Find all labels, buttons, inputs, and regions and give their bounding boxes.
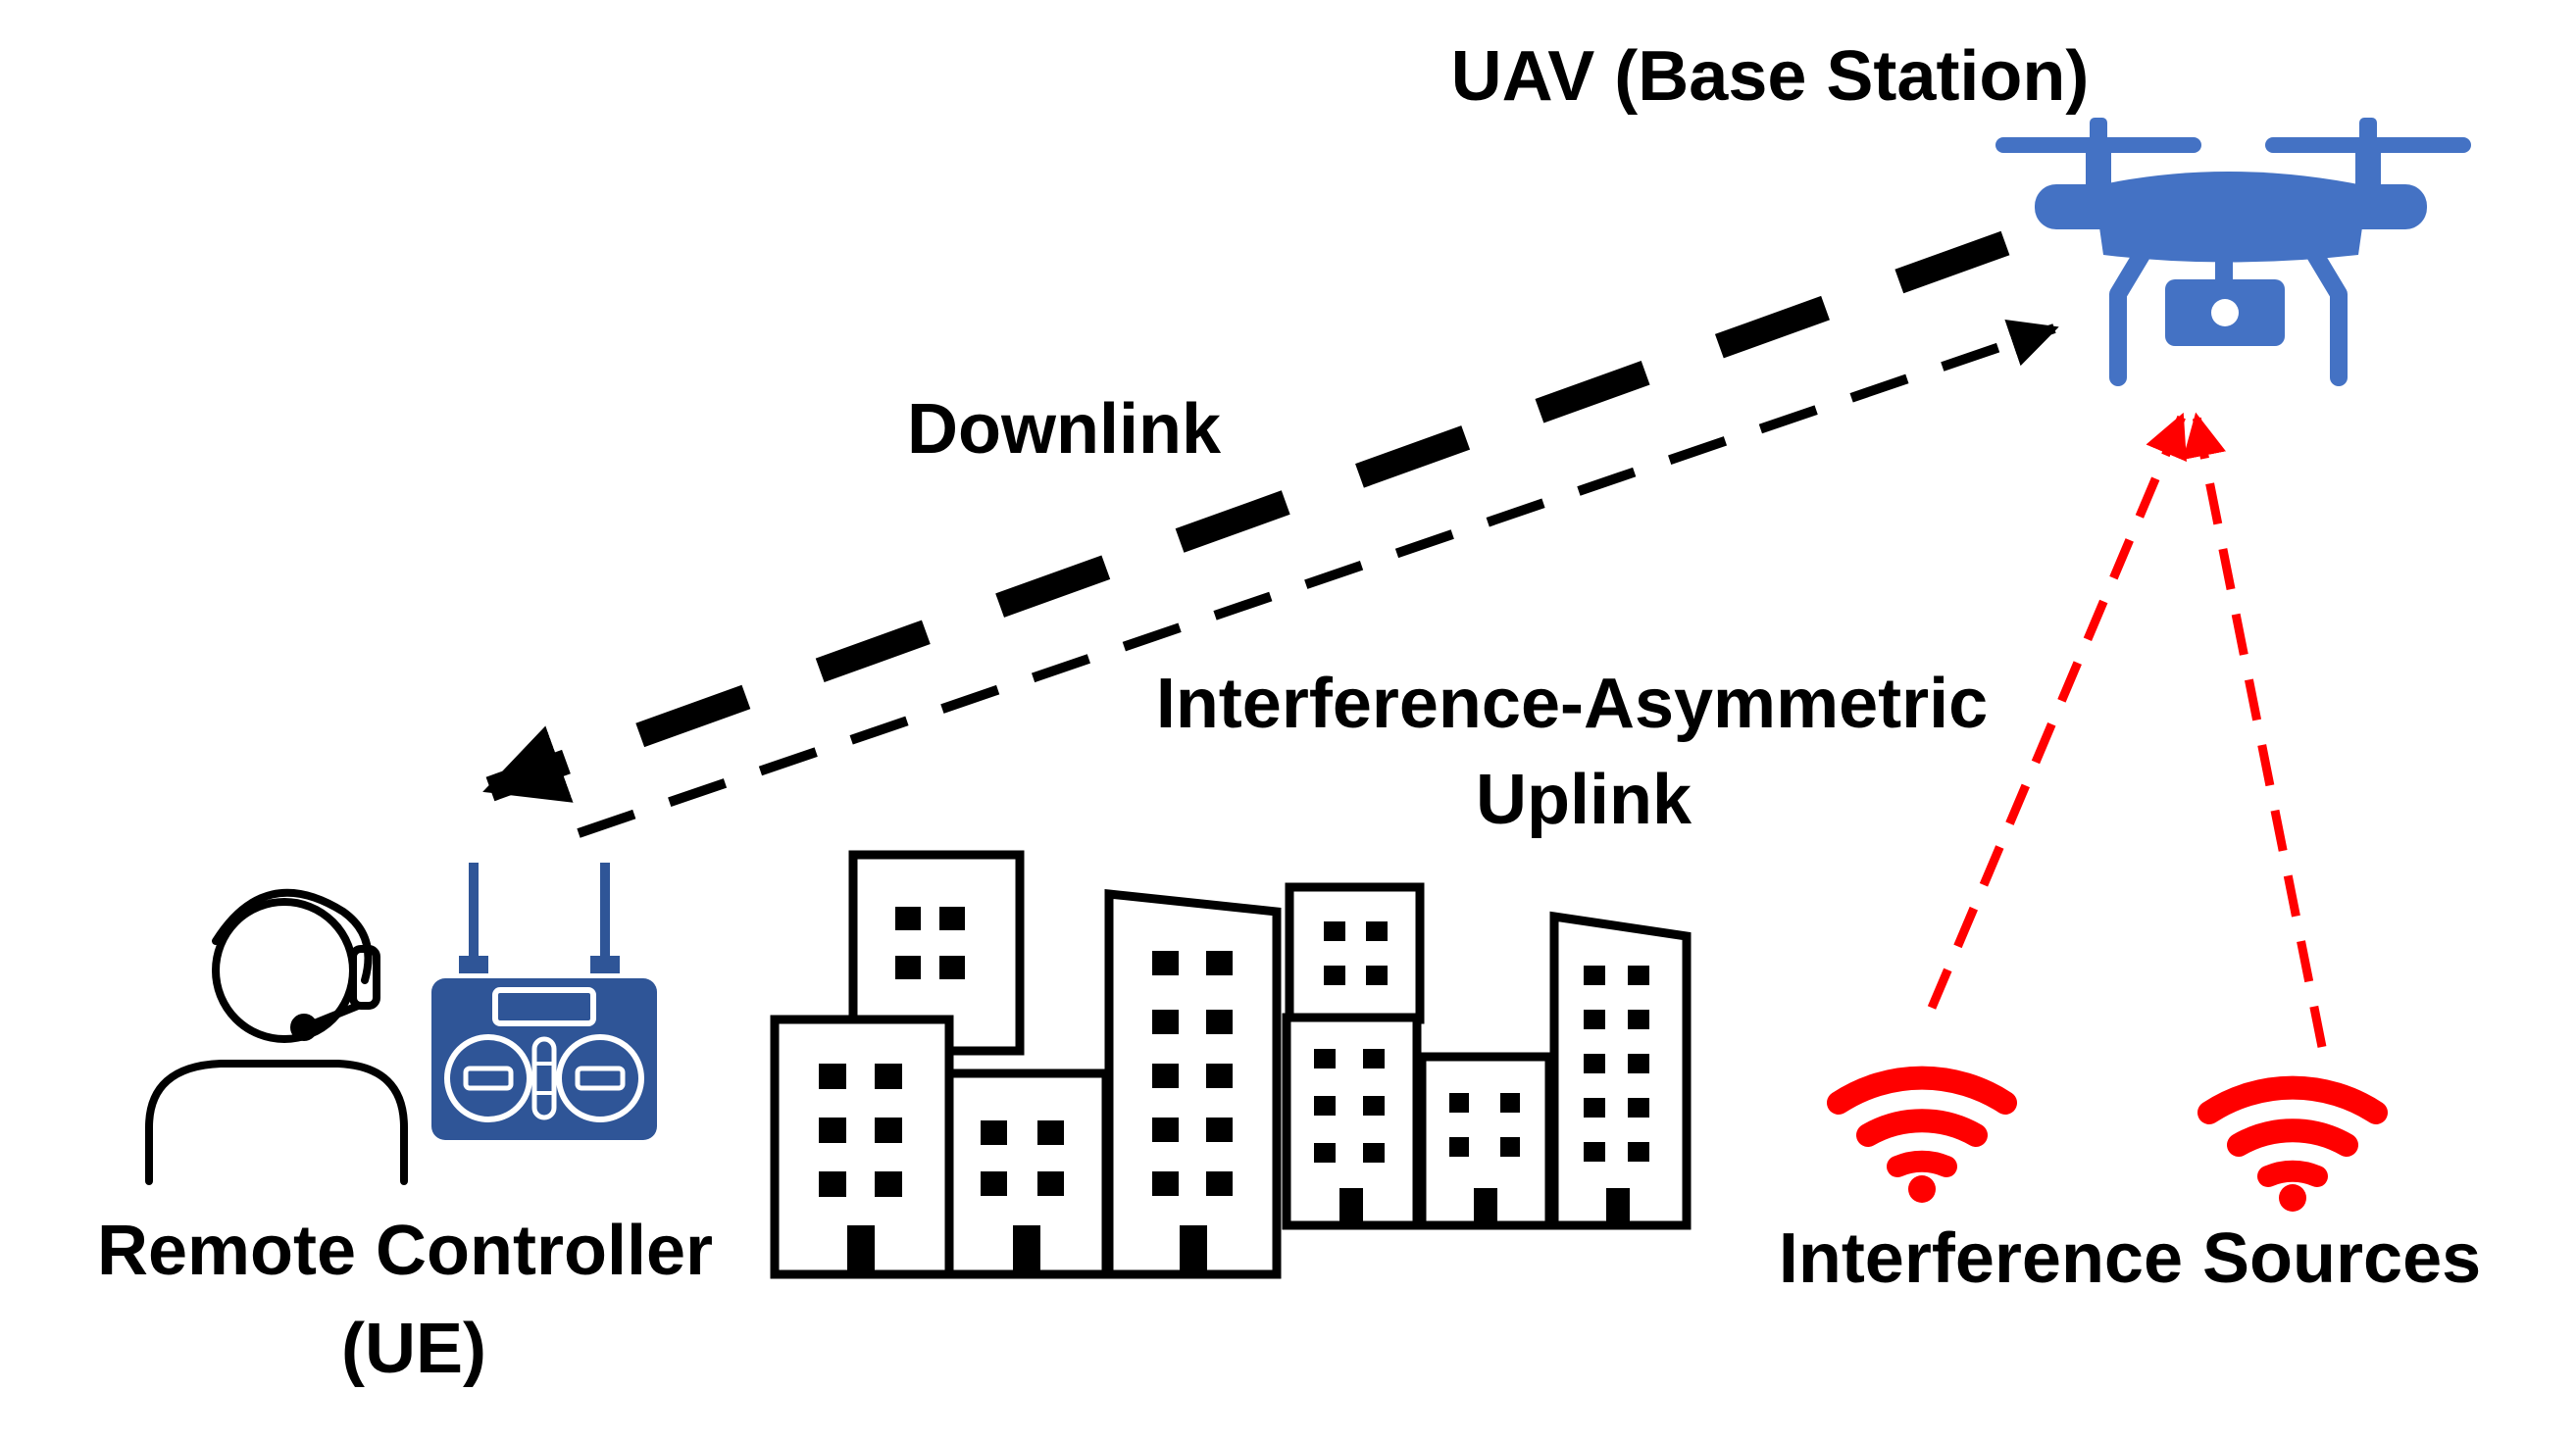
uplink-label-line2: Uplink [1476, 761, 1692, 839]
wifi-signal-icon [2197, 1075, 2388, 1212]
uplink-label-line1: Interference-Asymmetric [1156, 665, 1988, 743]
operator-headset-icon [145, 888, 408, 1185]
uav-label: UAV (Base Station) [1451, 37, 2090, 116]
remote-controller-icon [431, 863, 657, 1140]
uplink-arrow [577, 319, 2059, 838]
interference-arrow-right [2182, 412, 2327, 1048]
controller-label-line1: Remote Controller [97, 1212, 713, 1290]
controller-label-line2: (UE) [341, 1310, 486, 1388]
wifi-signal-icon [1827, 1066, 2017, 1203]
downlink-arrow [482, 230, 2010, 803]
drone-icon [1995, 118, 2471, 386]
downlink-label: Downlink [907, 390, 1222, 469]
city-buildings-icon [770, 850, 1692, 1279]
interference-arrow-left [1927, 412, 2187, 1010]
interference-label: Interference Sources [1779, 1219, 2481, 1298]
